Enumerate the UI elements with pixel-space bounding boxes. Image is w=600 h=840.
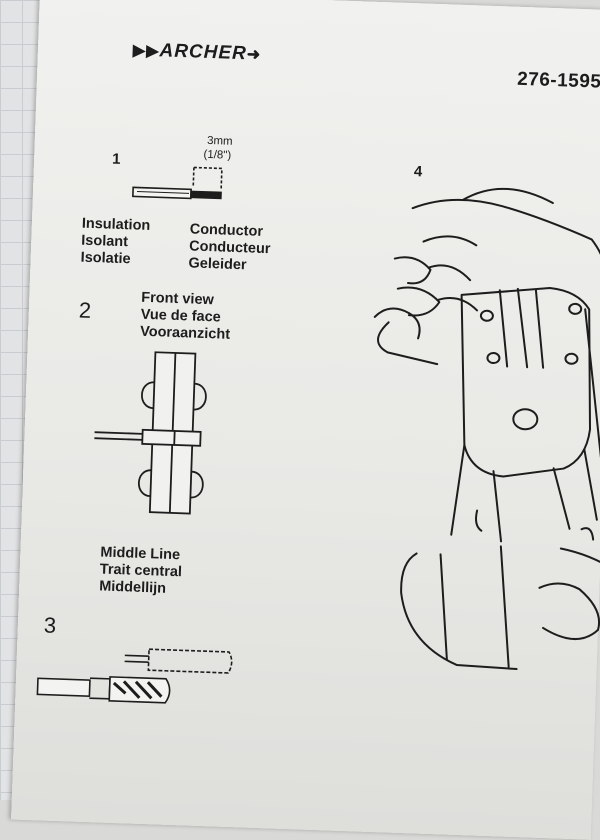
instruction-sheet: ▶▶ ARCHER ➜ 276-1595 1 3mm (1/8") Insula… <box>11 0 600 840</box>
hand-crimping-illustration <box>12 0 600 810</box>
